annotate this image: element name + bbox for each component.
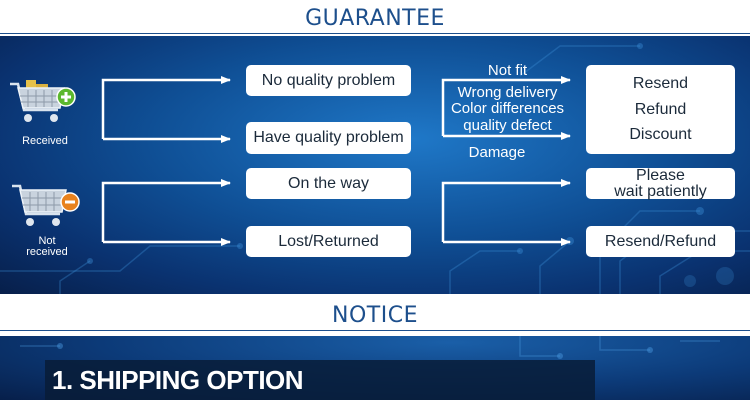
shopping-cart-minus-icon — [12, 184, 80, 226]
shipping-option-title: 1. SHIPPING OPTION — [52, 365, 304, 395]
shipping-option-bar — [45, 360, 595, 400]
label-quality-defect: quality defect — [463, 117, 552, 134]
result-resend-refund: Resend/Refund — [586, 226, 735, 257]
notice-divider — [0, 330, 750, 331]
result-resend-refund-discount: Resend Refund Discount — [586, 65, 735, 154]
circuit-background — [0, 43, 750, 294]
not-received-label: Not received — [12, 236, 82, 258]
notice-header: NOTICE — [0, 301, 750, 331]
flow-arrows — [101, 76, 571, 246]
not-received-label-line2: received — [26, 246, 68, 258]
option-have-quality-problem: Have quality problem — [246, 122, 411, 154]
result-refund: Refund — [634, 100, 687, 118]
result-discount: Discount — [629, 125, 692, 143]
label-damage: Damage — [468, 144, 526, 161]
received-label: Received — [22, 135, 68, 147]
option-on-the-way: On the way — [246, 168, 411, 199]
guarantee-header: GUARANTEE — [0, 4, 750, 34]
label-wrong-delivery: Wrong delivery — [457, 84, 558, 101]
shopping-cart-plus-icon — [10, 80, 76, 122]
option-no-quality-problem: No quality problem — [246, 65, 411, 96]
guarantee-title: GUARANTEE — [305, 6, 445, 31]
result-wait-patiently: wait patiently — [614, 182, 707, 200]
notice-panel: 1. SHIPPING OPTION — [0, 336, 750, 400]
result-resend: Resend — [632, 75, 689, 93]
header-divider — [0, 33, 750, 34]
notice-circuit-background — [20, 336, 720, 359]
label-color-differences: Color differences — [450, 100, 565, 117]
option-lost-returned: Lost/Returned — [246, 226, 411, 257]
label-not-fit: Not fit — [487, 62, 528, 79]
guarantee-panel: Received Not received — [0, 36, 750, 294]
notice-title: NOTICE — [332, 303, 418, 328]
result-please-wait: Please wait patiently — [586, 166, 735, 200]
not-received-label-line1: Not — [38, 235, 56, 247]
result-please: Please — [636, 166, 685, 184]
